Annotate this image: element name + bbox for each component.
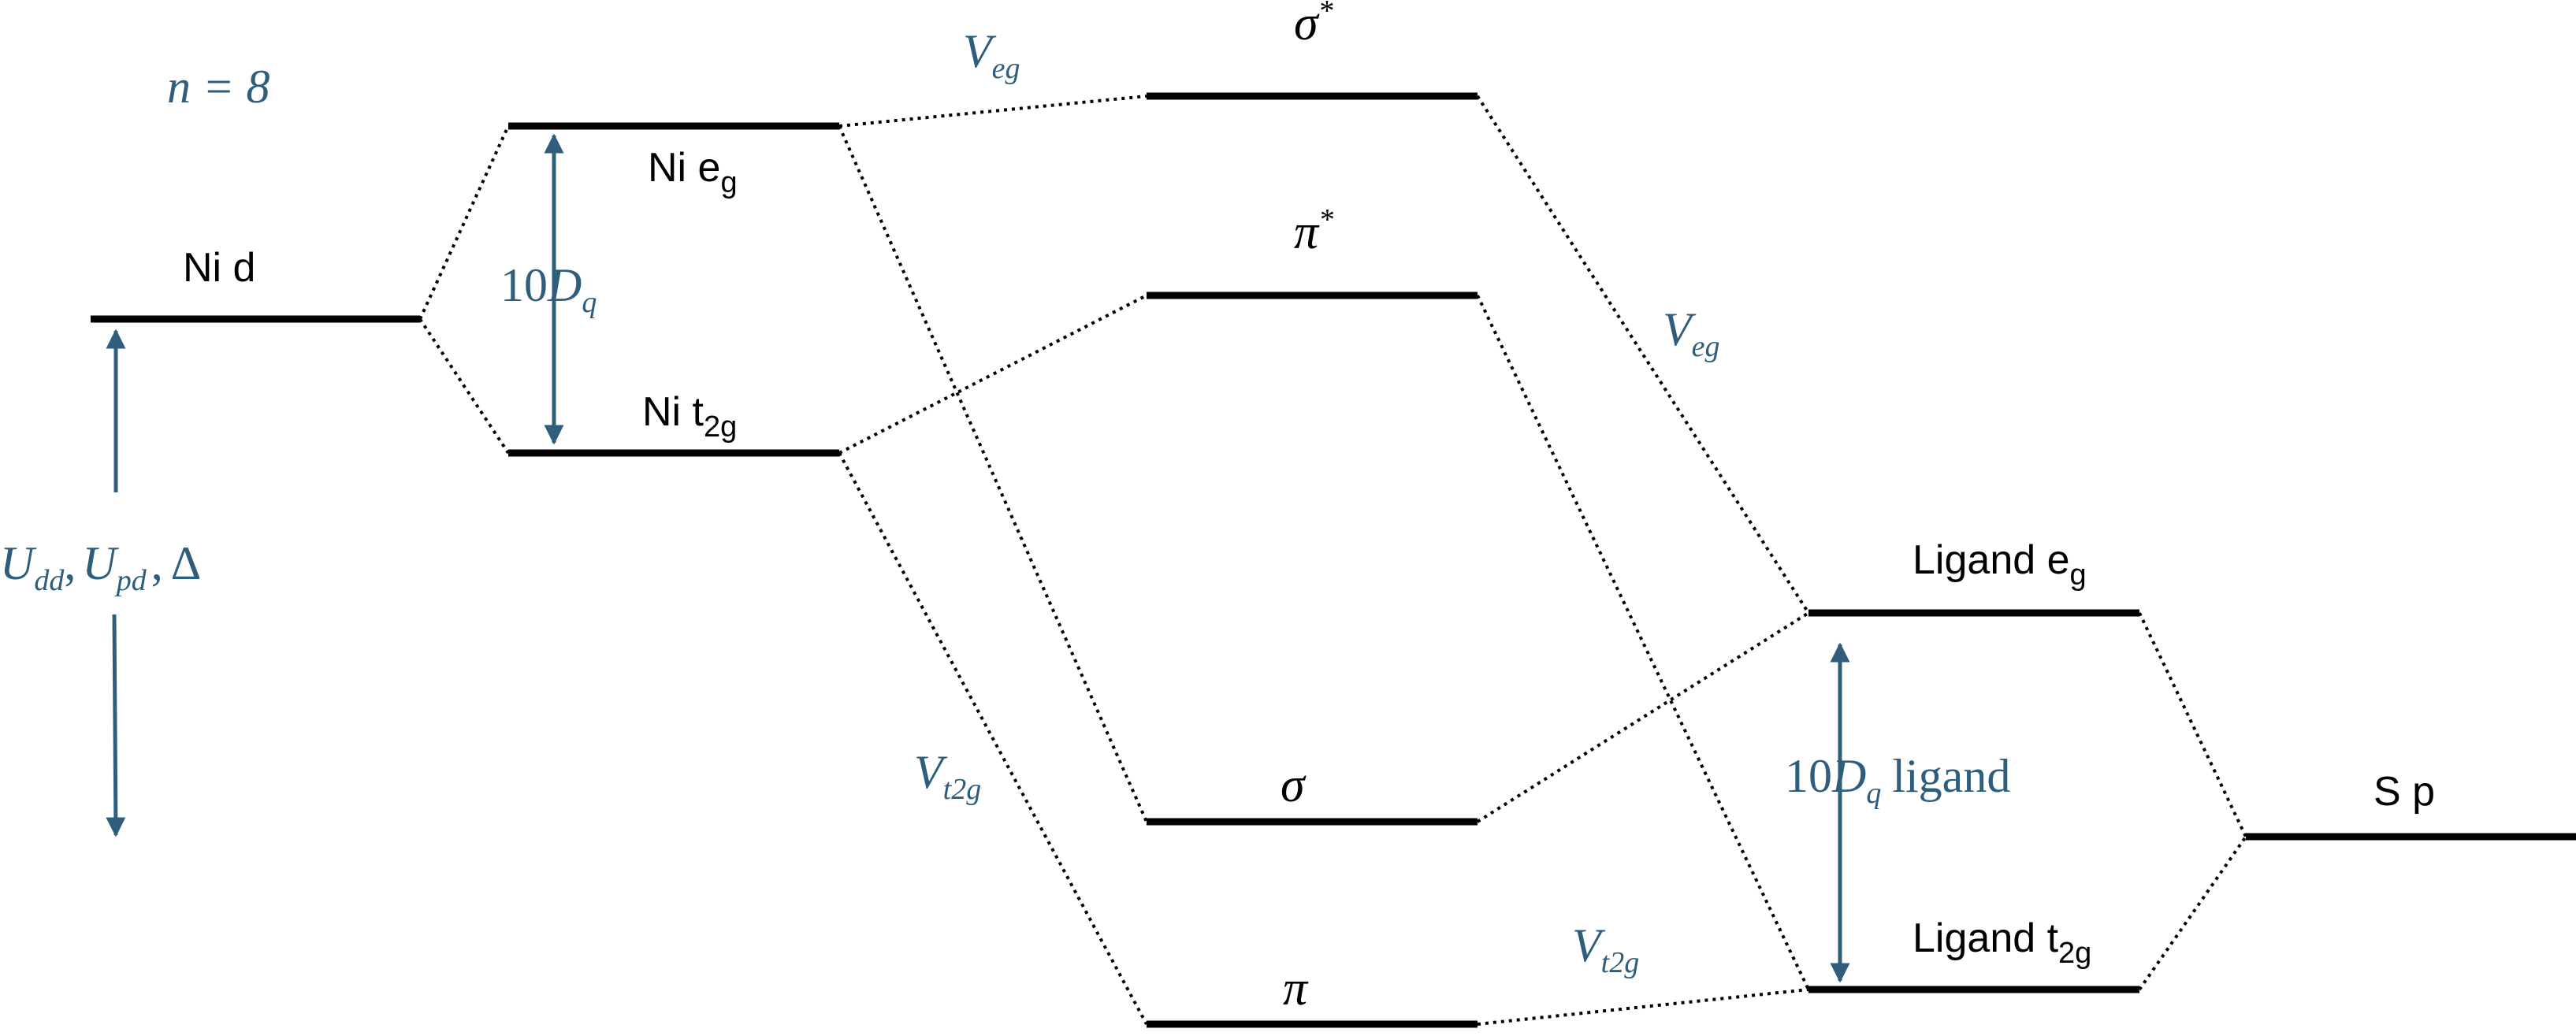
connector-ligt2g-sp [2138, 835, 2247, 991]
ligand-t2g-label: Ligand t2g [1912, 915, 2091, 970]
connector-sigmastar-ligeg [1476, 95, 1810, 615]
n-label: n = 8 [167, 61, 270, 113]
connector-ligeg-sp [2138, 612, 2247, 837]
connector-t2g-pi [838, 452, 1148, 1025]
sigma-label: σ [1281, 759, 1307, 812]
veg-label-top: Veg [963, 25, 1020, 85]
ni-t2g-label: Ni t2g [642, 389, 737, 444]
connector-nid-t2g [418, 317, 510, 455]
vt2g-label-left: Vt2g [914, 746, 981, 806]
connector-sigma-ligeg [1476, 611, 1810, 823]
pi-star-label: π* [1294, 203, 1333, 259]
connector-pi-ligt2g [1477, 988, 1809, 1026]
veg-label-right: Veg [1663, 303, 1720, 363]
ligand-eg-label: Ligand eg [1912, 537, 2087, 592]
connector-t2g-pistar [838, 294, 1147, 455]
ni-d-label: Ni d [183, 245, 255, 291]
connector-pistar-ligt2g [1476, 295, 1810, 990]
pi-label: π [1283, 962, 1309, 1016]
ni-eg-label: Ni eg [648, 145, 738, 199]
udd-upd-delta-label: Udd,Upd,Δ [0, 537, 201, 597]
sigma-star-label: σ* [1294, 0, 1333, 50]
connector-eg-sigmastar [838, 95, 1147, 128]
connector-nid-eg [418, 125, 510, 320]
tendq-label: 10Dq [500, 259, 597, 319]
s-p-label: S p [2373, 769, 2435, 815]
connector-eg-sigma [838, 125, 1148, 822]
udd-arrow-down [106, 614, 126, 837]
vt2g-label-bottom: Vt2g [1572, 919, 1639, 979]
